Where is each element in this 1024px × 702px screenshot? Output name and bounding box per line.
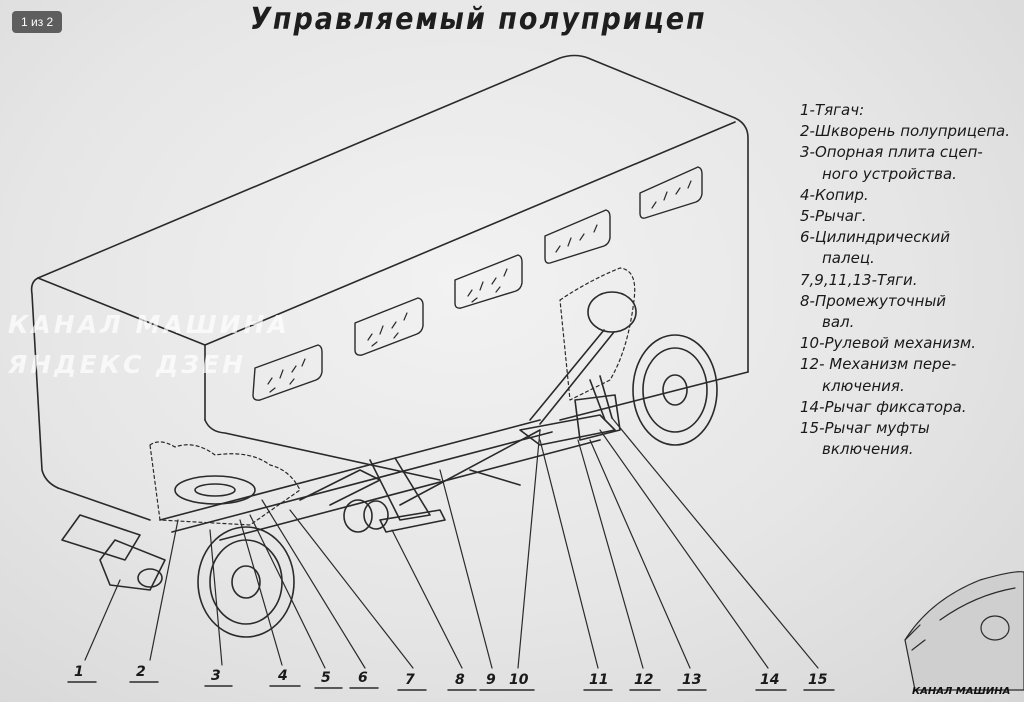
steering-column [529, 291, 637, 441]
legend-line: включения. [822, 440, 914, 459]
callout-leaders [84, 417, 819, 669]
tractor-coupling [61, 475, 256, 591]
callout-number: 12 [634, 672, 654, 688]
legend-line: ключения. [822, 376, 905, 395]
watermark-line-1: КАНАЛ МАШИНА [8, 310, 290, 339]
wheels [197, 334, 718, 638]
callout-number: 14 [760, 672, 780, 688]
parts-legend: 1-Тягач: 2-Шкворень полуприцепа. 3-Опорн… [800, 100, 1015, 460]
callout-number: 8 [455, 672, 465, 688]
poster-title: Управляемый полуприцеп [250, 2, 707, 37]
legend-line: 3-Опорная плита сцеп- [800, 143, 983, 162]
legend-line: 12- Механизм пере- [800, 355, 957, 374]
callout-underlines [67, 681, 835, 691]
legend-line: 7,9,11,13-Тяги. [800, 270, 918, 289]
legend-line: 14-Рычаг фиксатора. [800, 397, 967, 416]
callout-number: 3 [211, 668, 221, 684]
callout-number: 4 [278, 668, 288, 684]
legend-line: 10-Рулевой механизм. [800, 334, 977, 353]
legend-line: 6-Цилиндрический [800, 228, 951, 247]
trailer-body [30, 54, 749, 521]
legend-line: 4-Копир. [800, 185, 869, 204]
callout-number: 1 [74, 664, 84, 680]
image-counter: 1 из 2 [12, 11, 63, 33]
corner-car-illustration [904, 571, 1024, 691]
side-windows [252, 166, 703, 401]
callout-number: 7 [405, 672, 415, 688]
callout-number: 10 [509, 672, 529, 688]
legend-line: 8-Промежуточный [800, 291, 947, 310]
chassis-frame [159, 414, 616, 541]
callout-number: 9 [486, 672, 496, 688]
callout-number: 13 [682, 672, 702, 688]
callout-number: 5 [321, 670, 331, 686]
callout-number: 6 [358, 670, 368, 686]
legend-line: вал. [822, 313, 855, 332]
legend-line: ного устройства. [822, 164, 957, 183]
watermark-line-2: ЯНДЕКС ДЗЕН [8, 350, 247, 379]
callout-number: 15 [808, 672, 828, 688]
legend-line: 2-Шкворень полуприцепа. [800, 122, 1010, 141]
cutaway-areas [149, 267, 636, 526]
legend-line: 15-Рычаг муфты [800, 419, 930, 438]
legend-line: 5-Рычаг. [800, 207, 867, 226]
window-marks [267, 180, 692, 393]
legend-line: 1-Тягач: [800, 101, 865, 119]
corner-badge: КАНАЛ МАШИНА [912, 686, 1011, 697]
legend-line: палец. [822, 249, 875, 268]
callout-number: 11 [589, 672, 609, 688]
callout-number: 2 [136, 664, 146, 680]
